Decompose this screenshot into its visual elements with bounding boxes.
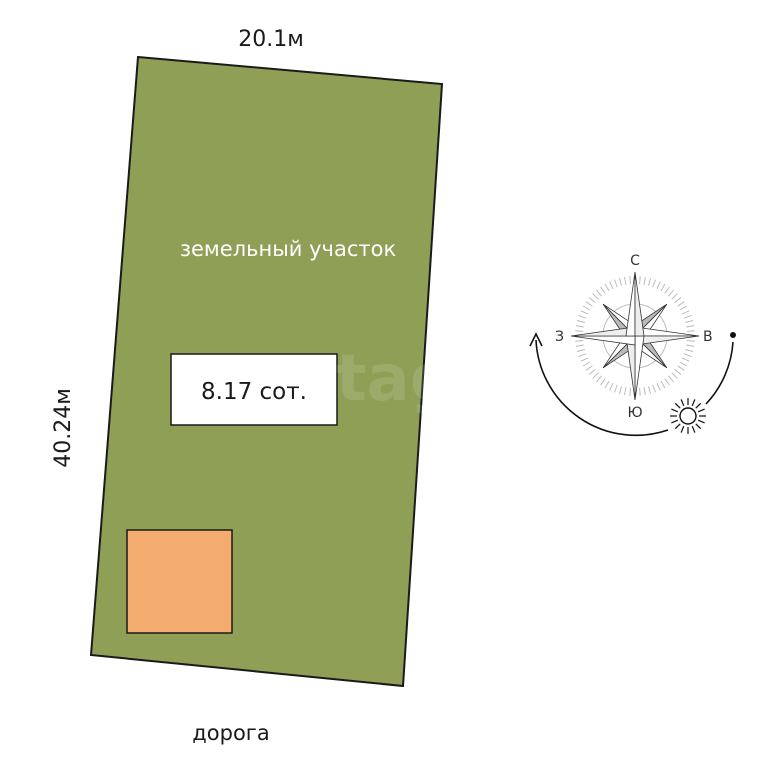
watermark: etagi <box>293 342 478 416</box>
compass-north: С <box>630 253 640 269</box>
compass-rose-icon <box>570 271 700 401</box>
road-label: дорога <box>192 721 269 745</box>
compass-south: Ю <box>627 405 642 421</box>
area-value: 8.17 сот. <box>201 379 307 405</box>
building <box>126 529 233 634</box>
area-box <box>170 353 338 426</box>
sun-path-arrow-icon <box>529 332 736 437</box>
top-dimension: 20.1м <box>238 27 304 52</box>
side-dimension: 40.24м <box>51 388 76 468</box>
compass-east: В <box>703 329 713 345</box>
compass-west: З <box>555 329 564 345</box>
sun-icon <box>670 398 706 434</box>
plot-label: земельный участок <box>180 237 396 261</box>
